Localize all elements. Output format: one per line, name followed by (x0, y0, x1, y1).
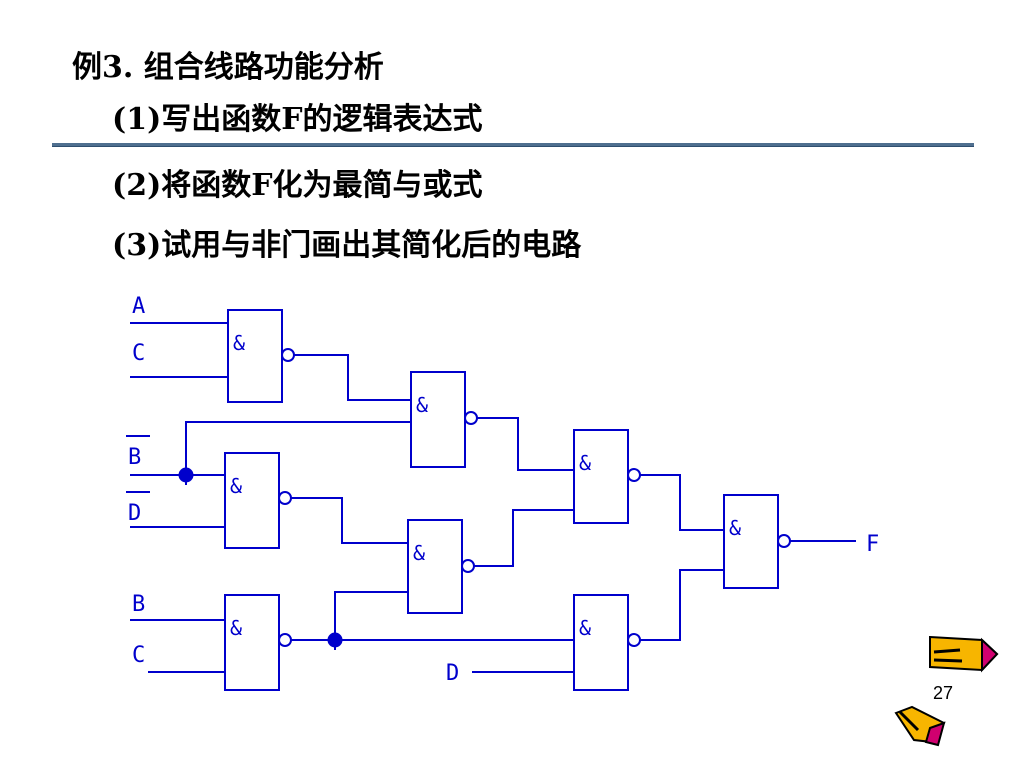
input-label-c2: C (132, 643, 145, 668)
output-label-f: F (866, 532, 879, 557)
nand-gate-5 (407, 519, 463, 614)
input-label-a: A (132, 294, 145, 319)
nand-gate-6 (573, 429, 629, 524)
nand-gate-1 (227, 309, 283, 403)
nand-gate-8 (723, 494, 779, 589)
nand-gate-3 (224, 594, 280, 691)
question-3: (3)试用与非门画出其简化后的电路 (112, 228, 582, 263)
input-label-d: D (446, 661, 459, 686)
nand-gate-4 (410, 371, 466, 468)
pencil-icon (894, 635, 999, 747)
gate-4-symbol: & (416, 393, 428, 417)
input-label-b-bar: B (128, 445, 141, 470)
input-label-b: B (132, 592, 145, 617)
gate-5-symbol: & (413, 541, 425, 565)
gate-6-symbol: & (579, 451, 591, 475)
nand-gate-7 (573, 594, 629, 691)
nand-gate-2 (224, 452, 280, 549)
input-label-c1: C (132, 341, 145, 366)
example-heading: 例3. 组合线路功能分析 (72, 50, 384, 85)
gate-8-symbol: & (729, 516, 741, 540)
page-number: 27 (933, 683, 954, 703)
gate-2-symbol: & (230, 474, 242, 498)
question-2: (2)将函数F化为最简与或式 (112, 168, 483, 203)
input-label-d-bar: D (128, 501, 141, 526)
gate-1-symbol: & (233, 331, 245, 355)
title-divider (52, 143, 974, 147)
question-1: (1)写出函数F的逻辑表达式 (112, 102, 483, 137)
gate-3-symbol: & (230, 616, 242, 640)
gate-7-symbol: & (579, 616, 591, 640)
